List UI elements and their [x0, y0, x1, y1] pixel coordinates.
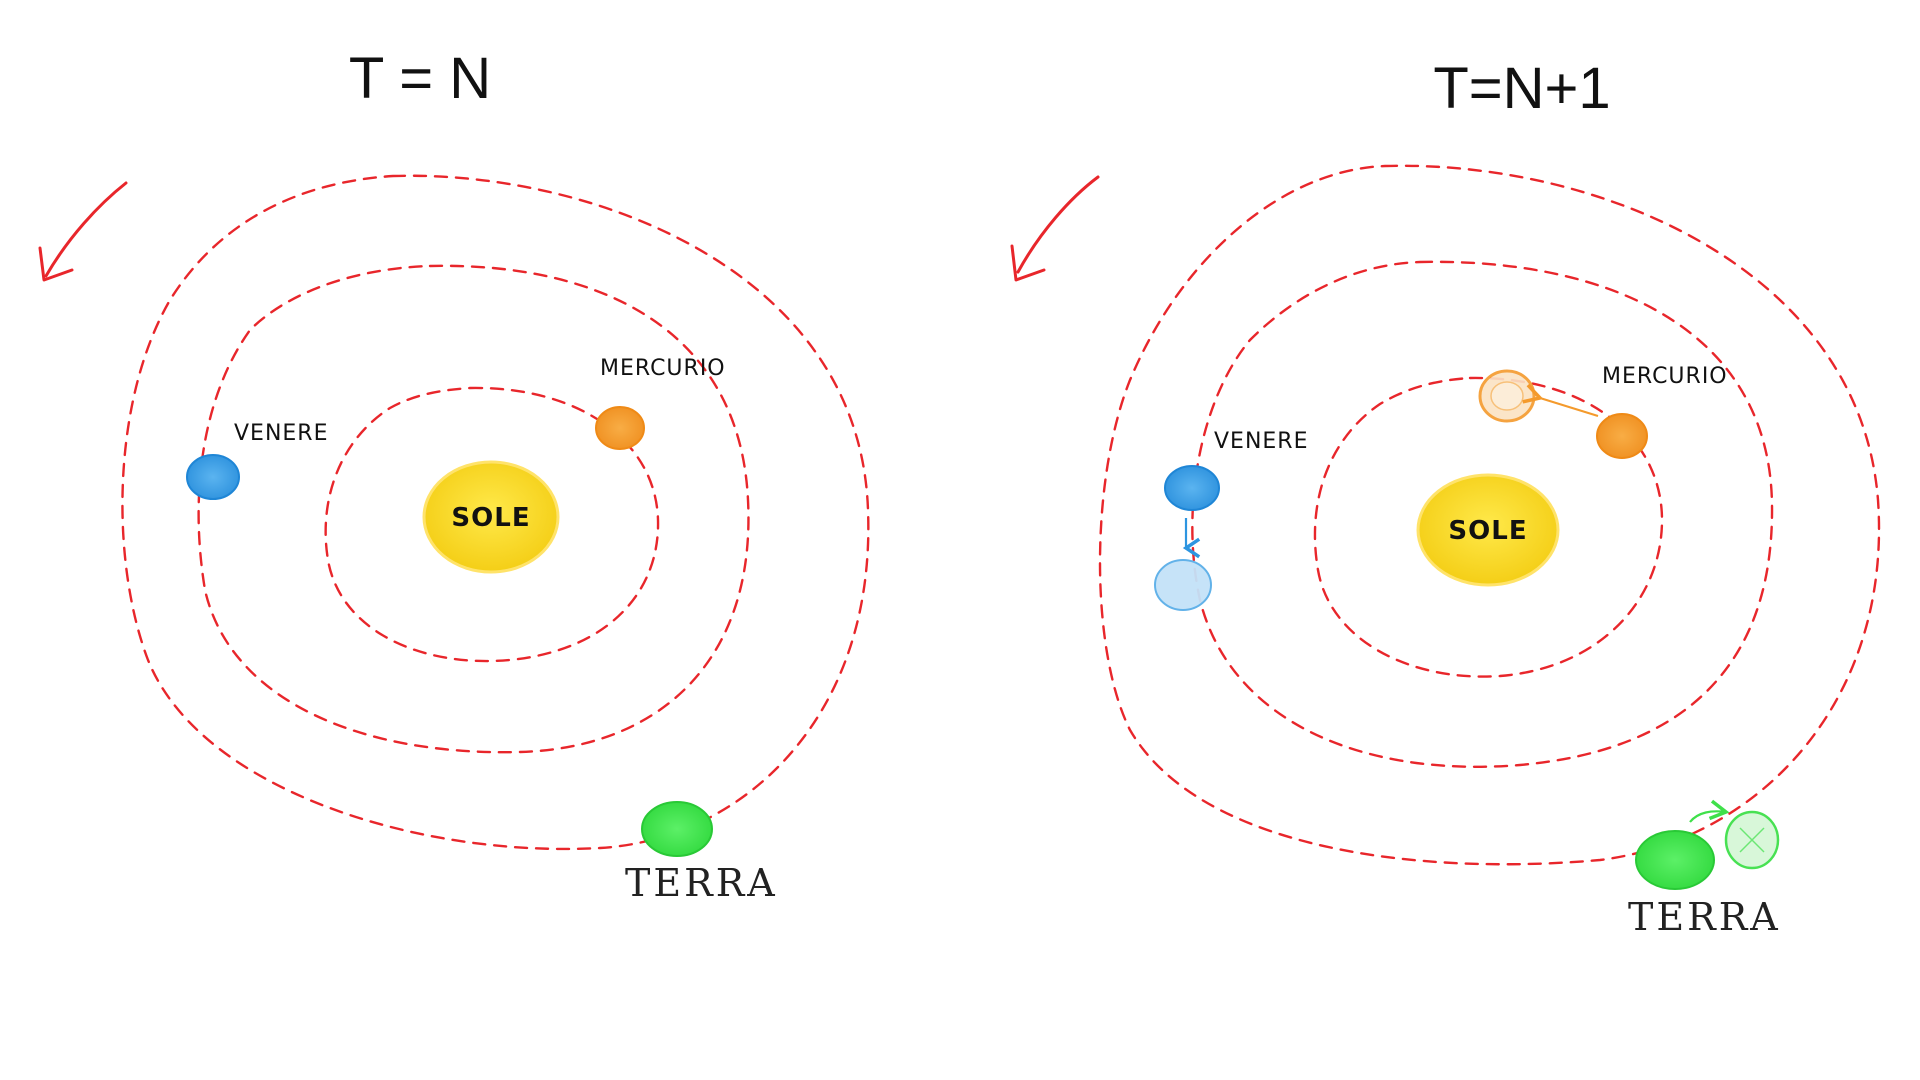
planet-venus: VENERE [1164, 429, 1309, 511]
orbit-venus [197, 264, 750, 754]
planet-earth-next-position [1724, 810, 1780, 870]
rotation-direction-arrow [1010, 175, 1100, 282]
planet-earth: TERRA [1628, 830, 1781, 939]
sun: SOLE [422, 460, 560, 574]
venus-label: VENERE [234, 421, 329, 446]
panel-t-n: T = N SOLE MERCURIO VENERE TERRA [38, 46, 870, 905]
mercury-label: MERCURIO [600, 356, 726, 381]
planet-earth: TERRA [625, 801, 778, 905]
earth-label: TERRA [1628, 895, 1781, 939]
mercury-label: MERCURIO [1602, 364, 1728, 389]
earth-motion-arrow [1689, 799, 1730, 823]
rotation-direction-arrow [38, 181, 128, 282]
orbit-earth [1098, 164, 1881, 866]
orbit-venus [1191, 260, 1774, 768]
planet-venus: VENERE [186, 421, 329, 500]
earth-label: TERRA [625, 861, 778, 905]
planet-mercury-next-position [1478, 369, 1536, 423]
sun-label: SOLE [1448, 516, 1527, 546]
orbit-mercury [324, 386, 660, 663]
panel-t-n-plus-1: T=N+1 SOLE MERCURIO VENERE [1010, 56, 1881, 939]
panel-title: T = N [349, 46, 491, 111]
sun: SOLE [1416, 473, 1560, 587]
mercury-motion-arrow [1522, 383, 1599, 418]
planet-venus-next-position [1154, 559, 1212, 611]
panel-title: T=N+1 [1433, 56, 1610, 121]
venus-label: VENERE [1214, 429, 1309, 454]
sun-label: SOLE [451, 503, 530, 533]
planet-mercury: MERCURIO [595, 356, 726, 450]
planet-mercury: MERCURIO [1596, 364, 1728, 459]
orbit-earth [121, 174, 870, 851]
